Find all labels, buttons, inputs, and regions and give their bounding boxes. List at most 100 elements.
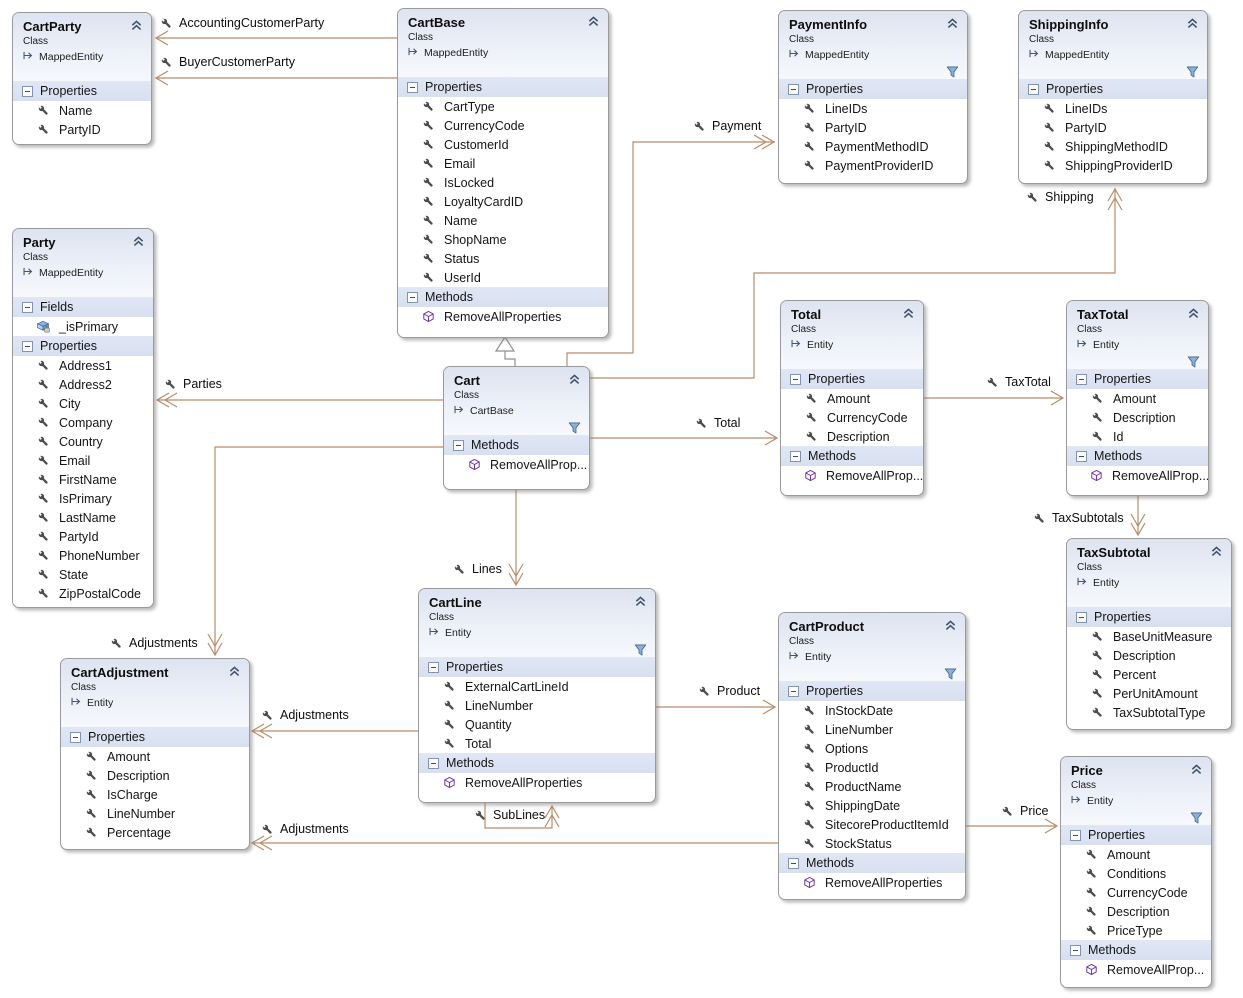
member-row[interactable]: ShippingMethodID xyxy=(1019,137,1207,156)
section-collapse-icon[interactable] xyxy=(70,731,81,743)
member-row[interactable]: PaymentProviderID xyxy=(779,156,967,175)
member-row[interactable]: Email xyxy=(13,451,153,470)
member-row[interactable]: State xyxy=(13,565,153,584)
member-row[interactable]: LineIDs xyxy=(779,99,967,118)
member-row[interactable]: RemoveAllProp... xyxy=(444,455,589,474)
member-row[interactable]: CartType xyxy=(398,97,608,116)
section-collapse-icon[interactable] xyxy=(788,83,799,95)
member-row[interactable]: Country xyxy=(13,432,153,451)
member-row[interactable]: Address1 xyxy=(13,356,153,375)
filter-icon[interactable] xyxy=(568,422,581,434)
member-row[interactable]: Description xyxy=(61,766,249,785)
member-row[interactable]: LineNumber xyxy=(61,804,249,823)
member-row[interactable]: Email xyxy=(398,154,608,173)
member-row[interactable]: RemoveAllProp... xyxy=(1061,960,1211,979)
member-row[interactable]: Description xyxy=(1061,902,1211,921)
member-row[interactable]: Company xyxy=(13,413,153,432)
section-collapse-icon[interactable] xyxy=(1076,373,1087,385)
member-row[interactable]: Description xyxy=(1067,646,1231,665)
section-collapse-icon[interactable] xyxy=(1076,611,1087,623)
member-row[interactable]: Description xyxy=(781,427,923,446)
section-collapse-icon[interactable] xyxy=(1070,944,1081,956)
member-row[interactable]: RemoveAllProp... xyxy=(1067,466,1208,485)
collapse-chevron-icon[interactable] xyxy=(944,620,957,631)
member-row[interactable]: ExternalCartLineId xyxy=(419,677,655,696)
member-row[interactable]: LoyaltyCardID xyxy=(398,192,608,211)
member-row[interactable]: Name xyxy=(398,211,608,230)
member-row[interactable]: RemoveAllProperties xyxy=(779,873,965,892)
member-row[interactable]: Status xyxy=(398,249,608,268)
member-row[interactable]: TaxSubtotalType xyxy=(1067,703,1231,722)
section-collapse-icon[interactable] xyxy=(22,85,33,97)
class-box-party[interactable]: Party Class MappedEntity Fields_isPrimar… xyxy=(12,228,154,608)
member-row[interactable]: FirstName xyxy=(13,470,153,489)
section-collapse-icon[interactable] xyxy=(1028,83,1039,95)
section-collapse-icon[interactable] xyxy=(22,340,33,352)
member-row[interactable]: PartyID xyxy=(779,118,967,137)
member-row[interactable]: ShopName xyxy=(398,230,608,249)
member-row[interactable]: Address2 xyxy=(13,375,153,394)
member-row[interactable]: RemoveAllProperties xyxy=(419,773,655,792)
section-collapse-icon[interactable] xyxy=(790,450,801,462)
section-collapse-icon[interactable] xyxy=(22,301,33,313)
collapse-chevron-icon[interactable] xyxy=(946,18,959,29)
member-row[interactable]: IsCharge xyxy=(61,785,249,804)
collapse-chevron-icon[interactable] xyxy=(634,596,647,607)
section-collapse-icon[interactable] xyxy=(428,661,439,673)
collapse-chevron-icon[interactable] xyxy=(228,666,241,677)
member-row[interactable]: PhoneNumber xyxy=(13,546,153,565)
collapse-chevron-icon[interactable] xyxy=(1210,546,1223,557)
member-row[interactable]: IsPrimary xyxy=(13,489,153,508)
member-row[interactable]: Conditions xyxy=(1061,864,1211,883)
member-row[interactable]: LineIDs xyxy=(1019,99,1207,118)
collapse-chevron-icon[interactable] xyxy=(1190,764,1203,775)
collapse-chevron-icon[interactable] xyxy=(587,16,600,27)
section-collapse-icon[interactable] xyxy=(407,291,418,303)
member-row[interactable]: UserId xyxy=(398,268,608,287)
member-row[interactable]: Description xyxy=(1067,408,1208,427)
member-row[interactable]: Percentage xyxy=(61,823,249,842)
member-row[interactable]: RemoveAllProp... xyxy=(781,466,923,485)
section-collapse-icon[interactable] xyxy=(453,439,464,451)
member-row[interactable]: ProductId xyxy=(779,758,965,777)
member-row[interactable]: Amount xyxy=(61,747,249,766)
member-row[interactable]: CustomerId xyxy=(398,135,608,154)
member-row[interactable]: Amount xyxy=(1061,845,1211,864)
member-row[interactable]: Quantity xyxy=(419,715,655,734)
member-row[interactable]: PartyID xyxy=(13,120,151,139)
member-row[interactable]: InStockDate xyxy=(779,701,965,720)
filter-icon[interactable] xyxy=(1186,66,1199,78)
member-row[interactable]: _isPrimary xyxy=(13,317,153,336)
filter-icon[interactable] xyxy=(1190,812,1203,824)
member-row[interactable]: StockStatus xyxy=(779,834,965,853)
collapse-chevron-icon[interactable] xyxy=(1187,308,1200,319)
member-row[interactable]: LineNumber xyxy=(779,720,965,739)
member-row[interactable]: CurrencyCode xyxy=(398,116,608,135)
member-row[interactable]: ProductName xyxy=(779,777,965,796)
section-collapse-icon[interactable] xyxy=(1070,829,1081,841)
collapse-chevron-icon[interactable] xyxy=(130,20,143,31)
member-row[interactable]: Amount xyxy=(1067,389,1208,408)
filter-icon[interactable] xyxy=(1187,356,1200,368)
class-box-shippinginfo[interactable]: ShippingInfo Class MappedEntity Properti… xyxy=(1018,10,1208,184)
member-row[interactable]: Total xyxy=(419,734,655,753)
section-collapse-icon[interactable] xyxy=(1076,450,1087,462)
member-row[interactable]: LineNumber xyxy=(419,696,655,715)
member-row[interactable]: Name xyxy=(13,101,151,120)
member-row[interactable]: LastName xyxy=(13,508,153,527)
member-row[interactable]: PartyID xyxy=(1019,118,1207,137)
member-row[interactable]: Percent xyxy=(1067,665,1231,684)
section-collapse-icon[interactable] xyxy=(428,757,439,769)
member-row[interactable]: City xyxy=(13,394,153,413)
collapse-chevron-icon[interactable] xyxy=(568,374,581,385)
member-row[interactable]: Amount xyxy=(781,389,923,408)
